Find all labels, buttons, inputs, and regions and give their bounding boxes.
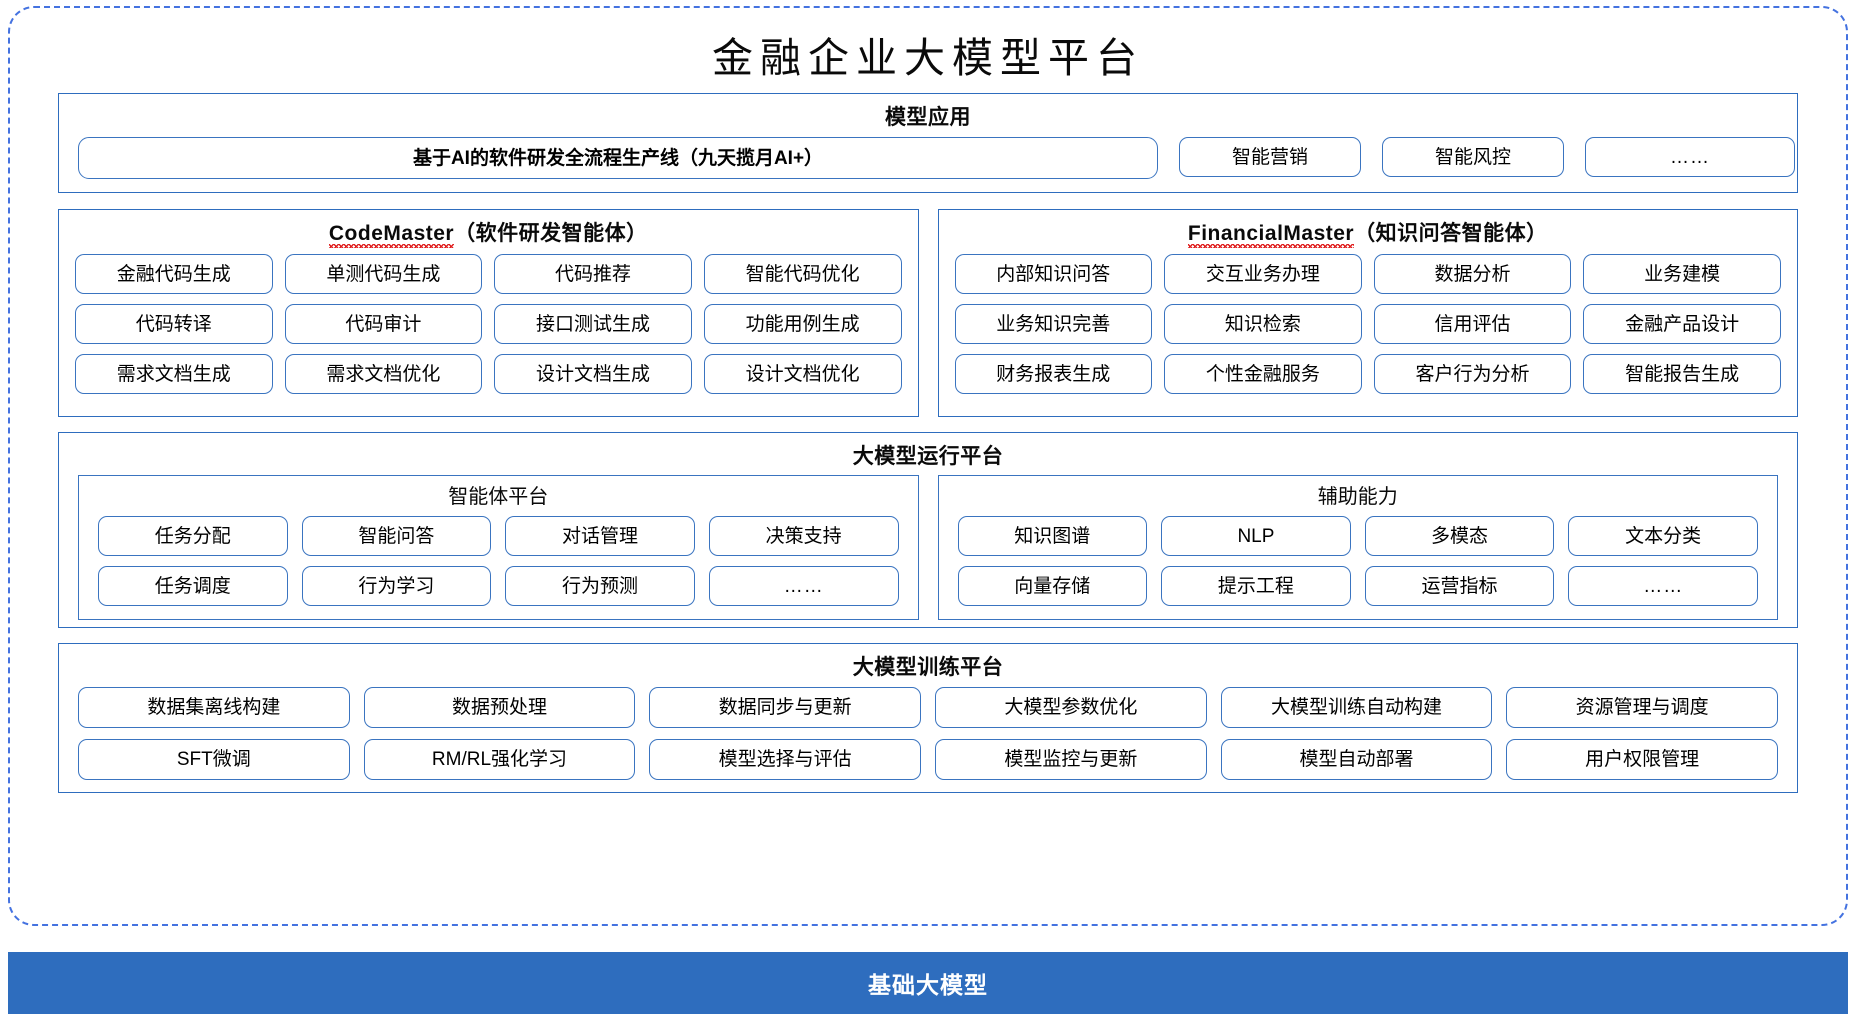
runtime-chip[interactable]: 行为学习 [301,566,492,606]
subpanel-agent-platform: 智能体平台 任务分配 智能问答 对话管理 决策支持 任务调度 行为学习 行为预测… [78,475,919,620]
training-chip[interactable]: SFT微调 [78,739,350,780]
app-item-more[interactable]: …… [1585,137,1795,177]
runtime-chip[interactable]: 运营指标 [1364,566,1555,606]
capability-chip[interactable]: 代码审计 [284,304,483,344]
capability-chip[interactable]: 金融代码生成 [75,254,273,294]
capability-chip[interactable]: 接口测试生成 [494,304,692,344]
codemaster-capability-grid: 金融代码生成 单测代码生成 代码推荐 智能代码优化 代码转译 代码审计 接口测试… [59,245,918,394]
capability-chip[interactable]: 信用评估 [1373,304,1572,344]
agent-name-financialmaster: FinancialMaster [1187,222,1355,248]
app-item-smart-risk-control[interactable]: 智能风控 [1382,137,1564,177]
diagram-outer-frame: 金融企业大模型平台 模型应用 基于AI的软件研发全流程生产线（九天揽月AI+） … [8,6,1848,926]
app-banner-ai-sdlc[interactable]: 基于AI的软件研发全流程生产线（九天揽月AI+） [78,137,1158,179]
runtime-chip[interactable]: 任务分配 [98,516,288,556]
runtime-chip[interactable]: 行为预测 [505,566,695,606]
capability-chip[interactable]: 需求文档优化 [284,354,483,394]
panel-title-financialmaster: FinancialMaster（知识问答智能体） [939,210,1798,248]
runtime-chip[interactable]: 对话管理 [505,516,695,556]
auxiliary-capability-grid: 知识图谱 NLP 多模态 文本分类 向量存储 提示工程 运营指标 …… [939,507,1778,606]
capability-chip[interactable]: 设计文档生成 [494,354,692,394]
runtime-chip-more[interactable]: …… [708,566,899,606]
model-application-row: 基于AI的软件研发全流程生产线（九天揽月AI+） 智能营销 智能风控 …… [59,128,1797,179]
runtime-chip[interactable]: 智能问答 [301,516,492,556]
agent-name-codemaster: CodeMaster [328,222,455,248]
financialmaster-capability-grid: 内部知识问答 交互业务办理 数据分析 业务建模 业务知识完善 知识检索 信用评估… [939,245,1798,394]
training-chip[interactable]: 数据同步与更新 [649,687,921,728]
capability-chip[interactable]: 代码推荐 [494,254,692,294]
capability-chip[interactable]: 代码转译 [75,304,273,344]
training-chip[interactable]: 资源管理与调度 [1506,687,1778,728]
training-platform-grid: 数据集离线构建 数据预处理 数据同步与更新 大模型参数优化 大模型训练自动构建 … [59,678,1797,780]
runtime-chip[interactable]: 文本分类 [1568,516,1758,556]
runtime-chip[interactable]: NLP [1161,516,1351,556]
training-chip[interactable]: 用户权限管理 [1506,739,1778,780]
training-chip[interactable]: 模型选择与评估 [649,739,921,780]
capability-chip[interactable]: 单测代码生成 [284,254,483,294]
capability-chip[interactable]: 个性金融服务 [1164,354,1362,394]
training-chip[interactable]: 大模型参数优化 [934,687,1207,728]
agent-subtitle-financialmaster: （知识问答智能体） [1354,222,1548,245]
section-title-runtime-platform: 大模型运行平台 [852,445,1004,468]
runtime-chip[interactable]: 多模态 [1364,516,1555,556]
capability-chip[interactable]: 数据分析 [1373,254,1572,294]
capability-chip[interactable]: 功能用例生成 [703,304,902,344]
training-chip[interactable]: 模型监控与更新 [934,739,1207,780]
section-training-platform: 大模型训练平台 数据集离线构建 数据预处理 数据同步与更新 大模型参数优化 大模… [58,643,1798,793]
subpanel-auxiliary-capability: 辅助能力 知识图谱 NLP 多模态 文本分类 向量存储 提示工程 运营指标 …… [937,475,1778,620]
runtime-chip[interactable]: 决策支持 [708,516,899,556]
agent-subtitle-codemaster: （软件研发智能体） [454,222,648,245]
agents-row: CodeMaster（软件研发智能体） 金融代码生成 单测代码生成 代码推荐 智… [58,209,1798,417]
section-model-application: 模型应用 基于AI的软件研发全流程生产线（九天揽月AI+） 智能营销 智能风控 … [58,93,1798,193]
runtime-subpanels: 智能体平台 任务分配 智能问答 对话管理 决策支持 任务调度 行为学习 行为预测… [59,467,1797,620]
capability-chip[interactable]: 内部知识问答 [954,254,1153,294]
capability-chip[interactable]: 需求文档生成 [75,354,273,394]
runtime-chip[interactable]: 知识图谱 [957,516,1148,556]
capability-chip[interactable]: 交互业务办理 [1164,254,1362,294]
page-title: 金融企业大模型平台 [712,35,1144,81]
panel-title-codemaster: CodeMaster（软件研发智能体） [59,210,918,248]
capability-chip[interactable]: 金融产品设计 [1583,304,1781,344]
capability-chip[interactable]: 业务知识完善 [954,304,1153,344]
runtime-chip[interactable]: 提示工程 [1161,566,1351,606]
diagram-content: 金融企业大模型平台 模型应用 基于AI的软件研发全流程生产线（九天揽月AI+） … [58,20,1798,910]
base-model-label: 基础大模型 [868,972,988,998]
runtime-chip[interactable]: 任务调度 [98,566,288,606]
section-title-model-application: 模型应用 [885,106,971,129]
training-chip[interactable]: 大模型训练自动构建 [1220,687,1493,728]
section-runtime-platform: 大模型运行平台 智能体平台 任务分配 智能问答 对话管理 决策支持 任务调度 行… [58,432,1798,628]
capability-chip[interactable]: 智能报告生成 [1583,354,1781,394]
training-chip[interactable]: 数据集离线构建 [78,687,350,728]
training-chip[interactable]: 模型自动部署 [1220,739,1493,780]
capability-chip[interactable]: 业务建模 [1583,254,1781,294]
subpanel-title-auxiliary-capability: 辅助能力 [1317,486,1398,508]
capability-chip[interactable]: 智能代码优化 [703,254,902,294]
subpanel-title-agent-platform: 智能体平台 [448,486,549,508]
base-model-bar: 基础大模型 [8,952,1848,1014]
section-title-training-platform: 大模型训练平台 [852,656,1004,679]
capability-chip[interactable]: 财务报表生成 [954,354,1153,394]
capability-chip[interactable]: 知识检索 [1164,304,1362,344]
capability-chip[interactable]: 设计文档优化 [703,354,902,394]
runtime-chip[interactable]: 向量存储 [957,566,1148,606]
runtime-chip-more[interactable]: …… [1568,566,1758,606]
panel-financialmaster: FinancialMaster（知识问答智能体） 内部知识问答 交互业务办理 数… [937,209,1798,417]
capability-chip[interactable]: 客户行为分析 [1373,354,1572,394]
training-chip[interactable]: RM/RL强化学习 [363,739,636,780]
app-item-smart-marketing[interactable]: 智能营销 [1179,137,1361,177]
training-chip[interactable]: 数据预处理 [363,687,636,728]
agent-platform-grid: 任务分配 智能问答 对话管理 决策支持 任务调度 行为学习 行为预测 …… [79,507,918,606]
panel-codemaster: CodeMaster（软件研发智能体） 金融代码生成 单测代码生成 代码推荐 智… [58,209,919,417]
